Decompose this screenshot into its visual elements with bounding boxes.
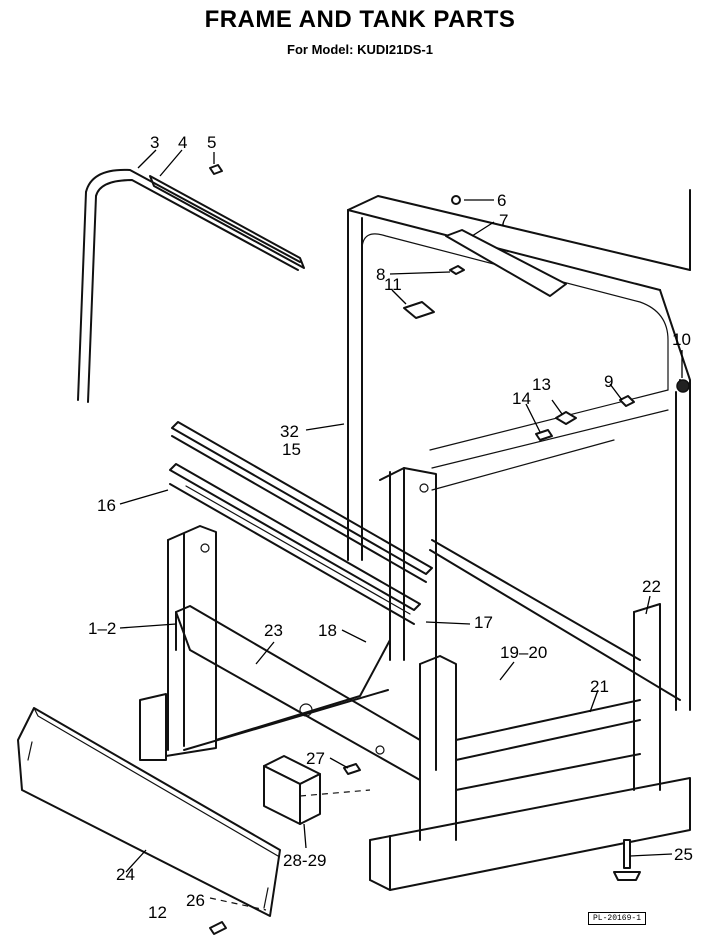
callout-14: 14 (512, 389, 531, 408)
callout-12: 12 (148, 903, 167, 922)
callout-27: 27 (306, 749, 325, 768)
leveling-leg-25 (613, 839, 641, 881)
rail-15 (171, 421, 433, 583)
callout-19-20: 19–20 (500, 643, 548, 662)
callout-23: 23 (264, 621, 283, 640)
callout-32: 32 (280, 422, 299, 441)
callout-24: 24 (116, 865, 135, 884)
small-parts-right (535, 379, 690, 441)
callout-1-2: 1–2 (88, 619, 117, 638)
door-gasket-part (77, 168, 301, 403)
tank-box (347, 189, 691, 711)
callout-4: 4 (178, 133, 188, 152)
callout-15: 15 (282, 440, 301, 459)
base-frame (139, 467, 691, 891)
callout-7: 7 (499, 211, 509, 230)
callout-13: 13 (532, 375, 551, 394)
callout-25: 25 (674, 845, 693, 864)
toe-panel-24 (17, 707, 281, 917)
part-10 (676, 379, 690, 393)
callout-9: 9 (604, 372, 614, 391)
callout-11: 11 (384, 275, 402, 294)
callout-6: 6 (497, 191, 507, 210)
junction-box-28-29 (263, 755, 361, 825)
callout-3: 3 (150, 133, 160, 152)
callout-17: 17 (474, 613, 493, 632)
callout-8: 8 (376, 265, 386, 284)
part-9 (619, 395, 635, 407)
seal-strip-part (149, 175, 305, 269)
callout-16: 16 (97, 496, 116, 515)
clip-8 (449, 265, 465, 275)
callout-28-29: 28-29 (283, 851, 327, 870)
screw-27 (343, 763, 361, 775)
diagram-code: PL-20169-1 (588, 912, 647, 925)
part-13 (555, 411, 577, 425)
screw-12 (209, 921, 227, 935)
callout-22: 22 (642, 577, 661, 596)
callout-10: 10 (672, 330, 691, 349)
hinge-plate-7 (403, 195, 567, 319)
rail-16 (169, 463, 421, 625)
callout-21: 21 (590, 677, 609, 696)
callout-26: 26 (186, 891, 205, 910)
model-subtitle: For Model: KUDI21DS-1 (287, 42, 433, 57)
part-14 (535, 429, 553, 441)
page-title: FRAME AND TANK PARTS (204, 6, 516, 33)
leader-lines (119, 149, 683, 911)
bracket-11 (403, 301, 435, 319)
screw-6 (451, 195, 461, 205)
callout-18: 18 (318, 621, 337, 640)
callout-5: 5 (207, 133, 217, 152)
screw-5 (209, 164, 223, 175)
